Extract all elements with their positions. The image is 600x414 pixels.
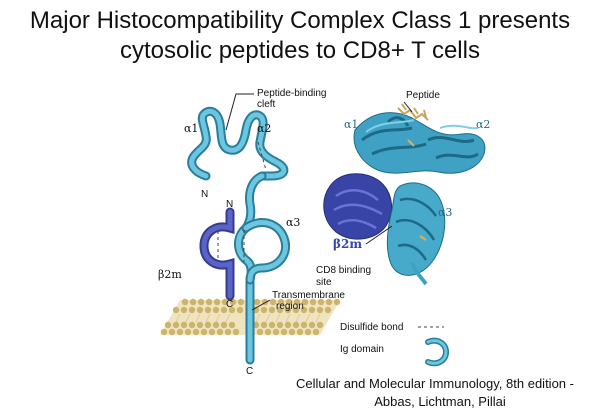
- ribbon-structure: [323, 101, 486, 286]
- transmembrane-label-line2: region: [276, 301, 304, 312]
- slide-title-line1: Major Histocompatibility Complex Class 1…: [29, 7, 571, 34]
- cleft-label-line1: Peptide-binding: [257, 88, 327, 99]
- peptide-label: Peptide: [406, 90, 440, 101]
- c-terminus-heavy: C: [246, 366, 253, 377]
- legend-ig-domain-label: Ig domain: [340, 344, 384, 355]
- b2m-schematic: [199, 207, 235, 301]
- peptide-structure: [397, 103, 429, 121]
- legend-disulfide-label: Disulfide bond: [340, 322, 403, 333]
- alpha3-structure: [386, 182, 446, 286]
- cd8-site-pointer: [365, 225, 393, 245]
- alpha2-label-schematic: α2: [257, 122, 271, 135]
- disulfide-bonds: [217, 141, 267, 268]
- alpha2-label-structure: α2: [476, 118, 490, 131]
- slide-title-line2: cytosolic peptides to CD8+ T cells: [120, 37, 480, 64]
- cd8-site-label-line2: site: [316, 277, 332, 288]
- cleft-pointer: [225, 93, 254, 131]
- alpha3-label-schematic: α3: [286, 216, 300, 229]
- alpha1-label-structure: α1: [344, 118, 358, 131]
- heavy-chain-schematic: [187, 106, 290, 365]
- alpha1-label-schematic: α1: [184, 122, 198, 135]
- c-terminus-b2m: C: [226, 299, 233, 310]
- alpha3-label-structure: α3: [438, 206, 452, 219]
- transmembrane-pointer: [251, 299, 271, 311]
- citation-line1: Cellular and Molecular Immunology, 8th e…: [296, 376, 574, 391]
- n-terminus-b2m: N: [226, 199, 233, 210]
- b2m-structure: [323, 173, 393, 240]
- legend: Disulfide bond Ig domain: [340, 322, 450, 367]
- cleft-label-line2: cleft: [257, 99, 276, 110]
- b2m-label-schematic: β2m: [158, 268, 182, 281]
- citation-line2: Abbas, Lichtman, Pillai: [374, 394, 506, 409]
- n-terminus-heavy: N: [201, 189, 208, 200]
- cd8-site-label-line1: CD8 binding: [316, 265, 371, 276]
- transmembrane-label-line1: Transmembrane: [272, 290, 345, 301]
- b2m-label-structure: β2m: [333, 237, 362, 251]
